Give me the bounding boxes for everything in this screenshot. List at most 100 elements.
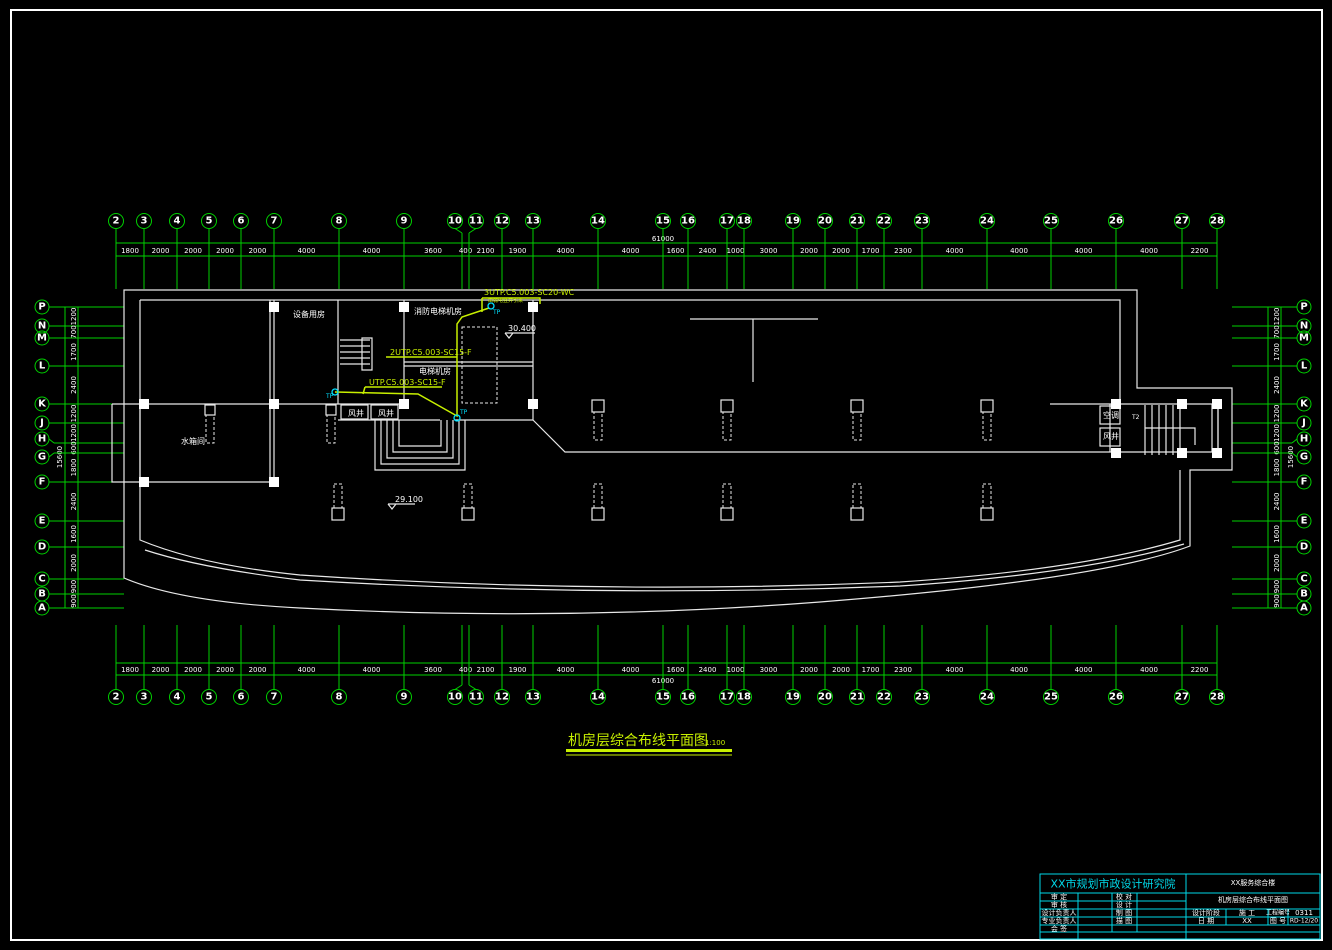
cable-label-3: UTP.C5.003-SC15-F bbox=[369, 378, 446, 387]
axis-label-4: 4 bbox=[174, 216, 181, 227]
axis-bubble bbox=[590, 213, 606, 229]
dimension-text: 4000 bbox=[298, 247, 316, 255]
axis-bubble bbox=[914, 213, 930, 229]
dimension-text: 2400 bbox=[70, 376, 78, 394]
dimension-text: 4000 bbox=[298, 666, 316, 674]
dimension-text: 3600 bbox=[424, 666, 442, 674]
sheet-border bbox=[10, 9, 1323, 941]
axis-bubble bbox=[1108, 213, 1124, 229]
axis-label-J: J bbox=[39, 418, 44, 429]
axis-label-8: 8 bbox=[336, 216, 343, 227]
dimension-text: 1700 bbox=[862, 247, 880, 255]
room-label-shaft: 风井 bbox=[348, 408, 364, 418]
axis-bubble bbox=[34, 330, 50, 346]
tb-project: XX服务综合楼 bbox=[1231, 878, 1276, 887]
axis-bubble bbox=[1296, 415, 1312, 431]
axis-label-28: 28 bbox=[1210, 692, 1224, 703]
column-pier-dashed bbox=[463, 483, 473, 509]
room-label-elevator: 电梯机房 bbox=[419, 366, 451, 376]
axis-bubble bbox=[680, 689, 696, 705]
axis-bubble bbox=[1296, 571, 1312, 587]
dimension-text: 900 bbox=[1273, 580, 1281, 593]
axis-label-C: C bbox=[38, 574, 45, 585]
axis-label-21: 21 bbox=[850, 692, 864, 703]
axis-label-8: 8 bbox=[336, 692, 343, 703]
dimension-text: 2000 bbox=[832, 666, 850, 674]
axis-bubble bbox=[34, 449, 50, 465]
dimension-text: 400 bbox=[459, 247, 472, 255]
axis-label-A: A bbox=[1300, 603, 1308, 614]
axis-label-22: 22 bbox=[877, 216, 891, 227]
tb-m3: 制 图 bbox=[1116, 908, 1132, 917]
axis-label-H: H bbox=[38, 434, 46, 445]
axis-bubble bbox=[817, 689, 833, 705]
dimension-text: 2400 bbox=[1273, 493, 1281, 511]
dimension-text: 3600 bbox=[424, 247, 442, 255]
axis-bubble bbox=[108, 213, 124, 229]
structural-column bbox=[269, 302, 279, 312]
tb-m4: 描 图 bbox=[1116, 916, 1132, 925]
axis-bubble bbox=[849, 689, 865, 705]
structural-column bbox=[399, 302, 409, 312]
axis-bubble bbox=[266, 213, 282, 229]
axis-bubble bbox=[876, 213, 892, 229]
dimension-text: 2000 bbox=[152, 666, 170, 674]
axis-bubble bbox=[34, 600, 50, 616]
structural-column bbox=[399, 399, 409, 409]
axis-bubble bbox=[331, 213, 347, 229]
tb-stage: 施 工 bbox=[1239, 908, 1255, 917]
axis-label-J: J bbox=[1301, 418, 1306, 429]
axis-label-M: M bbox=[37, 333, 47, 344]
axis-leader bbox=[48, 452, 55, 458]
axis-label-5: 5 bbox=[206, 692, 213, 703]
axis-bubble bbox=[233, 689, 249, 705]
dimension-text: 1200 bbox=[70, 424, 78, 442]
tb-job: 0311 bbox=[1295, 909, 1313, 917]
axis-label-P: P bbox=[1300, 302, 1307, 313]
axis-bubble bbox=[396, 213, 412, 229]
tp-label: TP bbox=[492, 309, 501, 316]
axis-label-23: 23 bbox=[915, 216, 929, 227]
room-label-shaft: 风井 bbox=[1103, 431, 1119, 441]
axis-label-3: 3 bbox=[141, 216, 148, 227]
dimension-text: 400 bbox=[459, 666, 472, 674]
axis-bubble bbox=[525, 689, 541, 705]
axis-label-7: 7 bbox=[271, 692, 278, 703]
tb-l2: 审 核 bbox=[1051, 900, 1067, 909]
axis-label-17: 17 bbox=[720, 692, 734, 703]
axis-label-B: B bbox=[38, 589, 46, 600]
axis-label-26: 26 bbox=[1109, 216, 1123, 227]
structural-column bbox=[269, 399, 279, 409]
structural-column bbox=[139, 399, 149, 409]
column-pier bbox=[325, 404, 337, 416]
axis-label-18: 18 bbox=[737, 692, 751, 703]
axis-label-6: 6 bbox=[238, 216, 245, 227]
dimension-text: 1600 bbox=[1273, 525, 1281, 543]
dimension-text: 4000 bbox=[1010, 666, 1028, 674]
tb-m1: 校 对 bbox=[1116, 892, 1132, 901]
axis-label-L: L bbox=[1301, 361, 1308, 372]
axis-label-6: 6 bbox=[238, 692, 245, 703]
axis-label-10: 10 bbox=[448, 216, 462, 227]
structural-column bbox=[1177, 399, 1187, 409]
axis-bubble bbox=[590, 689, 606, 705]
axis-bubble bbox=[34, 513, 50, 529]
column-pier bbox=[591, 399, 605, 413]
level-lower: 29.100 bbox=[395, 495, 423, 504]
dimension-text: 4000 bbox=[363, 247, 381, 255]
dimension-text: 2000 bbox=[184, 666, 202, 674]
tb-institute: XX市规划市政设计研究院 bbox=[1050, 877, 1175, 891]
axis-bubble bbox=[719, 689, 735, 705]
axis-leader bbox=[454, 228, 463, 234]
axis-leader bbox=[1291, 438, 1298, 444]
dimension-text: 700 bbox=[70, 325, 78, 338]
dimension-text: 4000 bbox=[1075, 247, 1093, 255]
axis-label-21: 21 bbox=[850, 216, 864, 227]
dimension-text: 1700 bbox=[862, 666, 880, 674]
axis-label-15: 15 bbox=[656, 692, 670, 703]
axis-label-24: 24 bbox=[980, 216, 994, 227]
tp-outlet-icon bbox=[487, 302, 495, 310]
tb-no: RD-12/20 bbox=[1290, 918, 1318, 925]
structural-column bbox=[139, 477, 149, 487]
drawing-scale: 1:100 bbox=[705, 739, 725, 747]
